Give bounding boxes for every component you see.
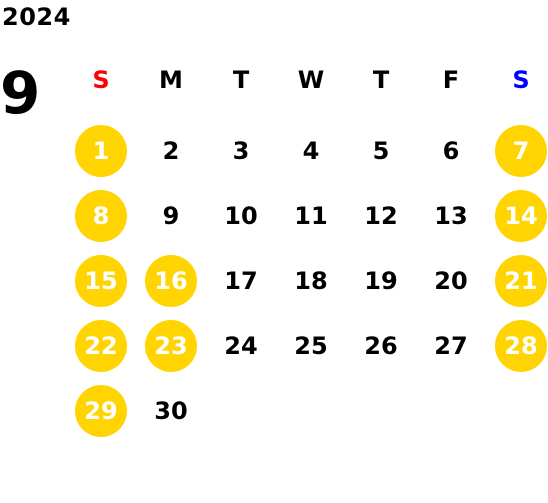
day-cell[interactable]: 4 (276, 118, 346, 183)
day-cell[interactable]: 27 (416, 313, 486, 378)
highlighted-day-number: 8 (75, 189, 127, 242)
highlighted-day-number: 16 (145, 254, 197, 307)
day-cell[interactable]: 7 (486, 118, 548, 183)
weekday-wednesday: W (297, 66, 325, 94)
calendar-month: 9 (0, 59, 41, 127)
day-cell[interactable]: 8 (66, 183, 136, 248)
weekday-friday: F (442, 66, 460, 94)
highlighted-day-number: 1 (75, 124, 127, 177)
day-number: 26 (364, 331, 398, 360)
weekday-monday: M (159, 66, 183, 94)
day-cell[interactable]: 30 (136, 378, 206, 443)
day-cell[interactable]: 18 (276, 248, 346, 313)
day-cell[interactable]: 28 (486, 313, 548, 378)
day-number: 11 (294, 201, 328, 230)
day-cell[interactable]: 3 (206, 118, 276, 183)
day-cell[interactable]: 9 (136, 183, 206, 248)
day-cell[interactable]: 16 (136, 248, 206, 313)
day-cell[interactable]: 25 (276, 313, 346, 378)
day-cell[interactable]: 11 (276, 183, 346, 248)
highlighted-day-number: 29 (75, 384, 127, 437)
day-cell[interactable]: 13 (416, 183, 486, 248)
day-cell[interactable]: 6 (416, 118, 486, 183)
weekday-sunday: S (92, 66, 110, 94)
day-cell[interactable]: 24 (206, 313, 276, 378)
day-number: 6 (442, 136, 460, 165)
day-number: 18 (294, 266, 328, 295)
day-number: 3 (232, 136, 250, 165)
day-number: 13 (434, 201, 468, 230)
day-cell[interactable]: 26 (346, 313, 416, 378)
day-number: 25 (294, 331, 328, 360)
day-cell[interactable]: 15 (66, 248, 136, 313)
weekday-tuesday: T (232, 66, 250, 94)
day-cell[interactable]: 12 (346, 183, 416, 248)
highlighted-day-number: 23 (145, 319, 197, 372)
day-cell[interactable]: 17 (206, 248, 276, 313)
day-cell[interactable]: 29 (66, 378, 136, 443)
day-cell[interactable]: 14 (486, 183, 548, 248)
day-number: 9 (162, 201, 180, 230)
day-cell[interactable]: 23 (136, 313, 206, 378)
day-number: 10 (224, 201, 258, 230)
day-cell[interactable]: 1 (66, 118, 136, 183)
day-cell[interactable]: 5 (346, 118, 416, 183)
day-number: 2 (162, 136, 180, 165)
highlighted-day-number: 21 (495, 254, 547, 307)
day-number: 4 (302, 136, 320, 165)
day-number: 20 (434, 266, 468, 295)
day-number: 27 (434, 331, 468, 360)
day-number: 12 (364, 201, 398, 230)
day-cell[interactable]: 22 (66, 313, 136, 378)
day-cell[interactable]: 21 (486, 248, 548, 313)
highlighted-day-number: 15 (75, 254, 127, 307)
day-number: 19 (364, 266, 398, 295)
weekday-saturday: S (512, 66, 530, 94)
day-number: 30 (154, 396, 188, 425)
highlighted-day-number: 28 (495, 319, 547, 372)
day-number: 24 (224, 331, 258, 360)
calendar-year: 2024 (2, 3, 71, 31)
day-cell[interactable]: 20 (416, 248, 486, 313)
day-cell[interactable]: 2 (136, 118, 206, 183)
weekday-thursday: T (372, 66, 390, 94)
highlighted-day-number: 22 (75, 319, 127, 372)
day-number: 17 (224, 266, 258, 295)
weekday-header: S M T W T F S (66, 62, 548, 98)
day-number: 5 (372, 136, 390, 165)
highlighted-day-number: 14 (495, 189, 547, 242)
day-cell[interactable]: 19 (346, 248, 416, 313)
day-cell[interactable]: 10 (206, 183, 276, 248)
highlighted-day-number: 7 (495, 124, 547, 177)
